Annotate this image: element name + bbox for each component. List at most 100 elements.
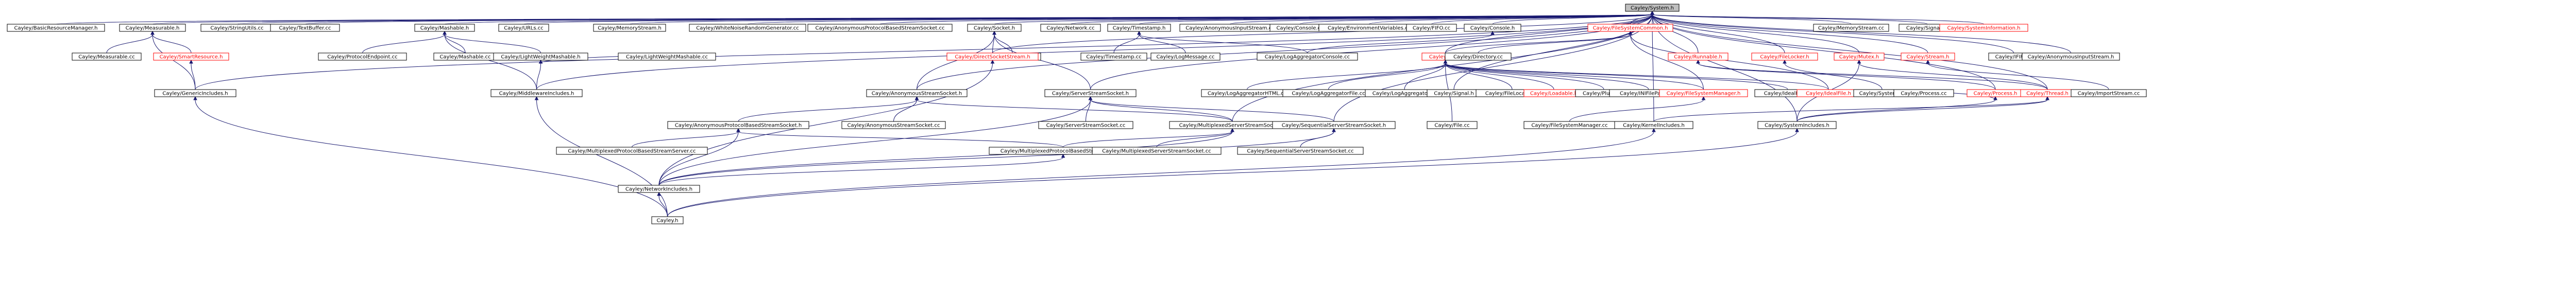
node-console-cc[interactable]: Cayley/Console.cc [1269, 24, 1330, 32]
node-socket-h[interactable]: Cayley/Socket.h [967, 24, 1022, 32]
node-box [1901, 52, 1955, 61]
node-multiprotoserver-cc[interactable]: Cayley/MultiplexedProtocolBasedStreamSer… [556, 147, 708, 155]
node-textbuffer-cc[interactable]: Cayley/TextBuffer.cc [270, 24, 340, 32]
node-label: Cayley/Loadable.h [1530, 91, 1578, 97]
node-systeminformation-h[interactable]: Cayley/SystemInformation.h [1939, 24, 2028, 32]
node-anonprotosock-h[interactable]: Cayley/AnonymousProtocolBasedStreamSocke… [667, 121, 809, 129]
node-logmessage-cc[interactable]: Cayley/LogMessage.cc [1150, 52, 1221, 61]
node-protocolendpoint-cc[interactable]: Cayley/ProtocolEndpoint.cc [318, 52, 407, 61]
node-anonstreamsock-cc[interactable]: Cayley/AnonymousStreamSocket.cc [841, 121, 946, 129]
node-logagghtml-cc[interactable]: Cayley/LogAggregatorHTML.cc [1201, 89, 1293, 97]
edge-anonstreamsock-h-to-system-h [917, 10, 1654, 90]
node-systemincludes-h[interactable]: Cayley/SystemIncludes.h [1757, 121, 1837, 129]
node-box [841, 121, 946, 129]
node-filesystemmgr-cc[interactable]: Cayley/FileSystemManager.cc [1523, 121, 1616, 129]
node-idealfile-h[interactable]: Cayley/IdealFile.h [1797, 89, 1860, 97]
node-label: Cayley/IFIFO.h [1995, 55, 2032, 60]
node-networkincludes-h[interactable]: Cayley/NetworkIncludes.h [618, 185, 700, 193]
node-kernelincludes-h[interactable]: Cayley/KernelIncludes.h [1614, 121, 1693, 129]
node-label: Cayley/MultiplexedServerStreamSocket.h [1179, 123, 1286, 129]
node-file-cc[interactable]: Cayley/File.cc [1427, 121, 1478, 129]
node-seqserversock-cc[interactable]: Cayley/SequentialServerStreamSocket.cc [1237, 147, 1364, 155]
node-cayley-h[interactable]: Cayley.h [651, 216, 684, 224]
node-mutex-h[interactable]: Cayley/Mutex.h [1834, 52, 1885, 61]
node-label: Cayley/AnonymousInputStream.cc [1185, 26, 1274, 31]
node-network-cc[interactable]: Cayley/Network.cc [1040, 24, 1101, 32]
node-label: Cayley/MultiplexedServerStreamSocket.cc [1102, 149, 1211, 154]
node-whitenoise-cc[interactable]: Cayley/WhiteNoiseRandomGenerator.cc [689, 24, 806, 32]
node-measurable-cc[interactable]: Cayley/Measurable.cc [72, 52, 142, 61]
node-timestamp-cc[interactable]: Cayley/Timestamp.cc [1080, 52, 1147, 61]
node-directsockstream-h[interactable]: Cayley/DirectSocketStream.h [946, 52, 1039, 61]
node-logaggregator-cc[interactable]: Cayley/LogAggregator.cc [1365, 89, 1444, 97]
edge-multiplexedserver-cc-to-multiplexedserver-h [1156, 128, 1234, 148]
node-box [1150, 52, 1221, 61]
node-lightweightmashable-cc[interactable]: Cayley/LightWeightMashable.cc [618, 52, 716, 61]
node-label: Cayley/Mutex.h [1839, 55, 1879, 60]
node-box [667, 121, 809, 129]
edge-systemincludes-h-to-process-h [1797, 96, 1997, 122]
node-label: Cayley/Signal.h [1434, 91, 1473, 97]
node-anoninputstream-cc[interactable]: Cayley/AnonymousInputStream.cc [1179, 24, 1281, 32]
node-anonprotosock-cc[interactable]: Cayley/AnonymousProtocolBasedStreamSocke… [807, 24, 953, 32]
node-multiplexedserver-h[interactable]: Cayley/MultiplexedServerStreamSocket.h [1169, 121, 1296, 129]
node-mashable-h[interactable]: Cayley/Mashable.h [414, 24, 475, 32]
node-logaggfile-cc[interactable]: Cayley/LogAggregatorFile.cc [1282, 89, 1375, 97]
node-anoninputstream-h[interactable]: Cayley/AnonymousInputStream.h [2022, 52, 2120, 61]
node-runnable-h[interactable]: Cayley/Runnable.h [1668, 52, 1728, 61]
node-multiplexedserver-cc[interactable]: Cayley/MultiplexedServerStreamSocket.cc [1092, 147, 1222, 155]
node-serverstreamsock-h[interactable]: Cayley/ServerStreamSocket.h [1044, 89, 1137, 97]
node-filesystemcommon-h[interactable]: Cayley/FileSystemCommon.h [1587, 24, 1673, 32]
node-box [1406, 24, 1457, 32]
node-label: Cayley/FileSystemCommon.h [1593, 26, 1668, 31]
node-middlewareincludes-h[interactable]: Cayley/MiddlewareIncludes.h [490, 89, 583, 97]
node-importstream-cc[interactable]: Cayley/ImportStream.cc [2071, 89, 2147, 97]
node-basicresmgr-h[interactable]: Cayley/BasicResourceManager.h [7, 24, 105, 32]
node-label: Cayley/LogMessage.cc [1156, 55, 1214, 60]
node-box [1587, 24, 1673, 32]
edge-cayley-h-to-kernelincludes-h [667, 128, 1656, 217]
node-label: Cayley/LogAggregatorConsole.cc [1265, 55, 1350, 60]
node-label: Cayley/Mashable.cc [439, 55, 490, 60]
node-logaggconsole-cc[interactable]: Cayley/LogAggregatorConsole.cc [1257, 52, 1358, 61]
node-box [318, 52, 407, 61]
edge-genericincludes-h-to-system-h [195, 10, 1654, 90]
edge-networkincludes-h-to-directsockstream-h [658, 59, 995, 186]
node-genericincludes-h[interactable]: Cayley/GenericIncludes.h [154, 89, 236, 97]
node-box [1464, 24, 1521, 32]
node-label: Cayley/SequentialServerStreamSocket.h [1282, 123, 1386, 129]
node-serverstreamsock-cc[interactable]: Cayley/ServerStreamSocket.cc [1038, 121, 1133, 129]
edge-filelocator-cc-to-file-h [1443, 59, 1513, 90]
node-box [866, 89, 968, 97]
edge-logmessage-cc-to-timestamp-h [1137, 30, 1186, 54]
node-lightweightmashable-h[interactable]: Cayley/LightWeightMashable.h [493, 52, 588, 61]
node-filesystemmgr-h[interactable]: Cayley/FileSystemManager.h [1659, 89, 1748, 97]
node-smartresource-h[interactable]: Cayley/SmartResource.h [153, 52, 229, 61]
edge-kernelincludes-h-to-thread-h [1653, 96, 2049, 122]
node-envvars-cc[interactable]: Cayley/EnvironmentVariables.cc [1318, 24, 1420, 32]
node-measurable-h[interactable]: Cayley/Measurable.h [119, 24, 186, 32]
node-box [119, 24, 186, 32]
node-stringutils-cc[interactable]: Cayley/StringUtils.cc [200, 24, 274, 32]
node-filelocker-h[interactable]: Cayley/FileLocker.h [1751, 52, 1818, 61]
node-process-h[interactable]: Cayley/Process.h [1967, 89, 2024, 97]
node-anonstreamsock-h[interactable]: Cayley/AnonymousStreamSocket.h [866, 89, 968, 97]
node-timestamp-h[interactable]: Cayley/Timestamp.h [1107, 24, 1171, 32]
node-console-h[interactable]: Cayley/Console.h [1464, 24, 1521, 32]
node-mashable-cc[interactable]: Cayley/Mashable.cc [433, 52, 497, 61]
node-stream-h[interactable]: Cayley/Stream.h [1901, 52, 1955, 61]
edge-ififo-h-to-system-h [1650, 10, 2014, 54]
node-box [1625, 4, 1680, 12]
node-urls-cc[interactable]: Cayley/URLs.cc [498, 24, 549, 32]
node-thread-h[interactable]: Cayley/Thread.h [2020, 89, 2075, 97]
node-memorystream-h[interactable]: Cayley/MemoryStream.h [593, 24, 666, 32]
node-process-cc[interactable]: Cayley/Process.cc [1893, 89, 1954, 97]
node-memorystream-cc[interactable]: Cayley/MemoryStream.cc [1813, 24, 1889, 32]
node-directory-cc[interactable]: Cayley/Directory.cc [1445, 52, 1512, 61]
node-label: Cayley/SystemIncludes.h [1765, 123, 1829, 129]
node-loadable-h[interactable]: Cayley/Loadable.h [1523, 89, 1584, 97]
node-seqserversock-h[interactable]: Cayley/SequentialServerStreamSocket.h [1272, 121, 1396, 129]
node-signal-h[interactable]: Cayley/Signal.h [1427, 89, 1481, 97]
node-fifo-cc[interactable]: Cayley/FIFO.cc [1406, 24, 1457, 32]
node-label: Cayley/SequentialServerStreamSocket.cc [1247, 149, 1353, 154]
